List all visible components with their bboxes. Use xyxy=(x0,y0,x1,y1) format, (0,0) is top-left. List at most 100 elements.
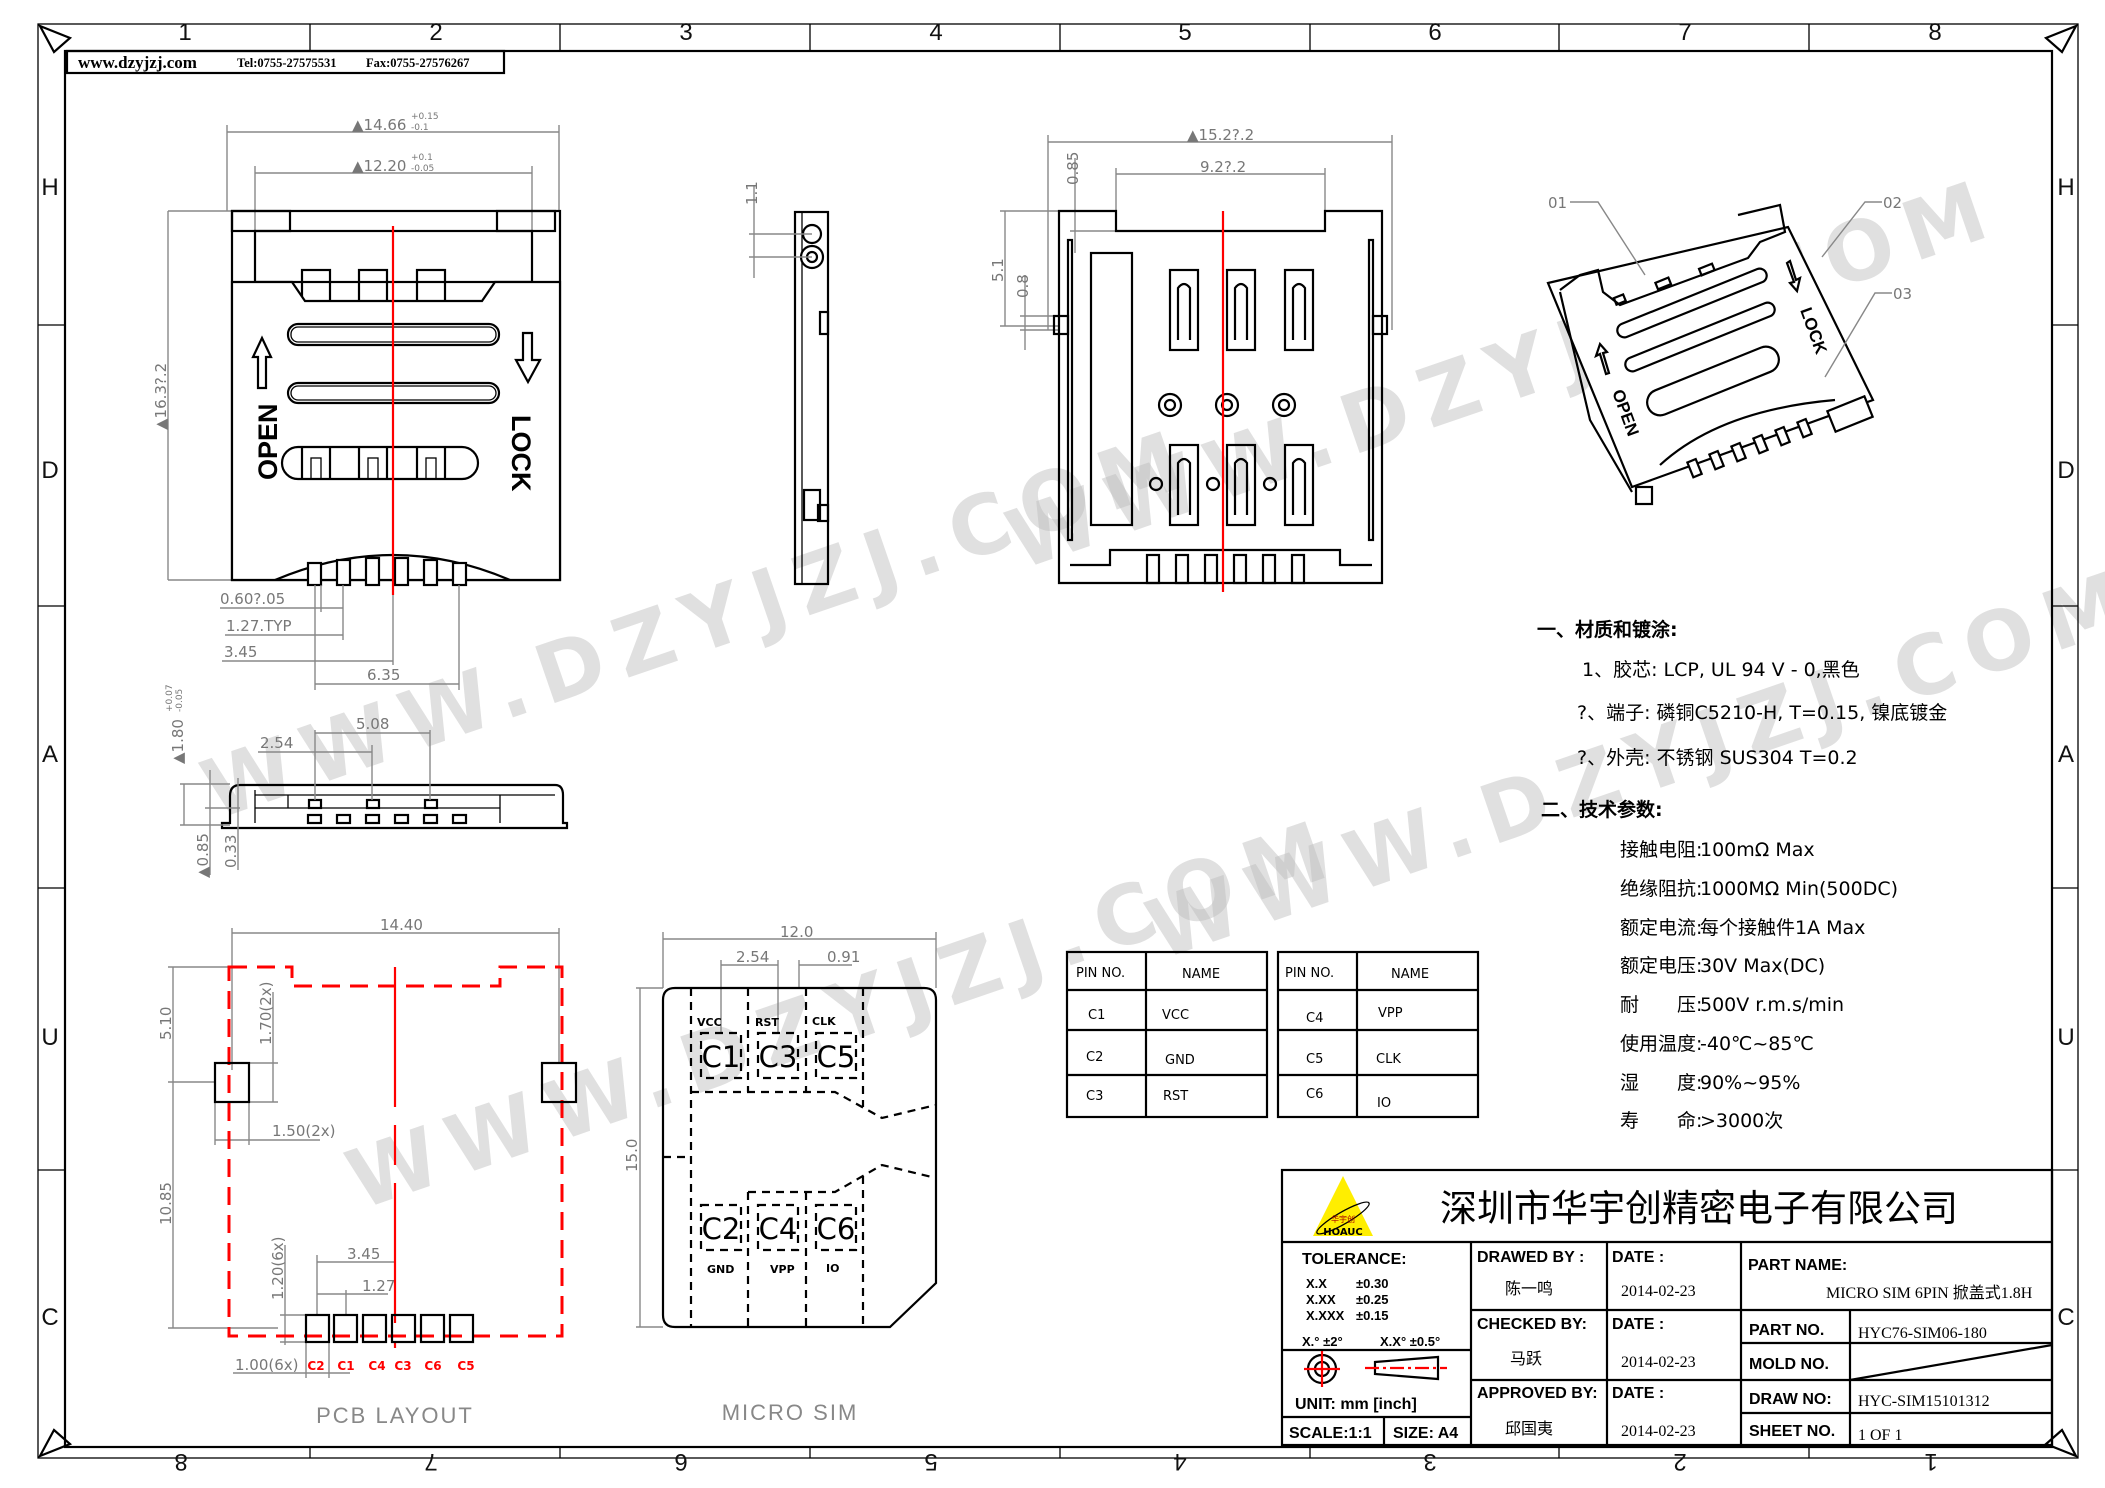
drawing-linework xyxy=(1821,201,1882,258)
row-label: C xyxy=(2057,1304,2074,1331)
drawing-linework xyxy=(1089,251,1134,527)
drawing-linework xyxy=(364,556,381,587)
contact-id: C4 xyxy=(759,1212,798,1246)
tolerance-value: ±0.30 xyxy=(1356,1276,1388,1291)
column-label: 1 xyxy=(178,19,191,46)
callout-03: 03 xyxy=(1893,285,1912,303)
edge-view: 5.08 2.54 ▲1.80 +0.07 -0.05 ▲0.85 0.33 xyxy=(165,684,569,878)
fax: Fax:0755-27576267 xyxy=(366,56,469,70)
angle-tolerance: X.X° ±0.5° xyxy=(1380,1334,1440,1349)
drawing-linework xyxy=(1612,292,1628,307)
drawing-linework xyxy=(699,1031,743,1080)
drawing-linework xyxy=(300,447,447,479)
contact-id: C1 xyxy=(702,1040,741,1074)
pad-label: C3 xyxy=(394,1359,411,1373)
table-cell: C2 xyxy=(1086,1050,1103,1065)
drawing-linework xyxy=(37,23,2079,1459)
drawing-linework xyxy=(425,457,437,480)
table-header: PIN NO. xyxy=(1285,966,1334,981)
drawed-by-label: DRAWED BY : xyxy=(1477,1249,1584,1266)
drawing-linework xyxy=(661,986,938,1329)
orientation-mark-icon xyxy=(2043,23,2079,54)
paper-size: SIZE: A4 xyxy=(1393,1425,1458,1442)
open-label: OPEN xyxy=(253,403,283,480)
drawing-linework xyxy=(167,125,560,581)
parameters-heading: 二、技术参数: xyxy=(1541,798,1663,821)
draw-no-label: DRAW NO: xyxy=(1749,1391,1832,1408)
dim-edge-tol-minus: -0.05 xyxy=(175,689,185,712)
drawing-linework xyxy=(65,49,506,75)
drawing-linework xyxy=(818,310,830,336)
table-row: C1 VCC C4 VPP xyxy=(1088,1006,1403,1026)
drawing-linework: C2 C1 C4 C3 C6 C5 xyxy=(307,1359,474,1373)
param-value: 每个接触件1A Max xyxy=(1700,917,1865,939)
orientation-mark-icon xyxy=(37,1428,73,1459)
date-checked: 2014-02-23 xyxy=(1621,1354,1696,1371)
dim-pitch: 1.27.TYP xyxy=(226,617,292,635)
specifications: 一、材质和镀涂: 1、胶芯: LCP, UL 94 V - 0,黑色 ?、端子:… xyxy=(1537,618,1947,1132)
contact-id: C6 xyxy=(817,1212,856,1246)
drawing-linework: 1 2 3 4 5 6 7 8 xyxy=(174,1448,1937,1475)
dim-0-85: 0.85 xyxy=(1064,152,1082,185)
drawing-linework xyxy=(310,457,437,480)
param-label: 额定电流: xyxy=(1620,917,1702,939)
drawing-linework xyxy=(756,1031,800,1080)
column-label: 3 xyxy=(679,19,692,46)
drawing-linework xyxy=(1367,238,1375,542)
column-label: 6 xyxy=(674,1448,687,1475)
pad-label: C4 xyxy=(368,1359,385,1373)
drawing-linework xyxy=(390,1313,417,1344)
table-cell: C6 xyxy=(1306,1087,1323,1102)
drawing-linework xyxy=(816,503,830,523)
table-row: C2 GND C5 CLK xyxy=(1086,1050,1401,1068)
drawing-linework xyxy=(814,1031,858,1080)
drawing-linework: X.X±0.30 X.XX±0.25 X.XXX±0.15 X.° ±2° X.… xyxy=(1302,1276,1440,1349)
drawing-linework xyxy=(814,1203,858,1252)
pad-label: C2 xyxy=(307,1359,324,1373)
drawing-linework xyxy=(63,49,2054,1449)
drawing-linework xyxy=(1148,476,1164,492)
tolerance-value: ±0.25 xyxy=(1356,1292,1388,1307)
dim-width: ▲15.2?.2 xyxy=(1187,126,1254,144)
contact-name: GND xyxy=(707,1263,734,1276)
column-label: 4 xyxy=(1173,1448,1186,1475)
drawing-linework xyxy=(1065,950,1480,1119)
draw-no: HYC-SIM15101312 xyxy=(1858,1393,1990,1410)
drawing-linework xyxy=(1546,225,1875,489)
table-header: NAME xyxy=(1391,967,1429,982)
drawing-linework: C1 C3 C5 C2 C4 C6 xyxy=(702,1040,856,1246)
sheet-no-label: SHEET NO. xyxy=(1749,1423,1835,1440)
row-label: D xyxy=(41,457,58,484)
drawing-linework xyxy=(213,1061,251,1104)
dim-width: 14.40 xyxy=(380,916,423,934)
drawing-linework xyxy=(1157,392,1183,418)
column-label: 8 xyxy=(174,1448,187,1475)
website-link[interactable]: www.dzyjzj.com xyxy=(78,53,197,72)
drawing-linework xyxy=(1849,1343,2053,1382)
table-row: C3 RST C6 IO xyxy=(1086,1087,1391,1111)
contact-id: C3 xyxy=(759,1040,798,1074)
drawing-linework xyxy=(1057,209,1384,585)
pcb-layout: 14.40 5.10 10.85 1.70(2x) 1.50(2x) 3.45 … xyxy=(157,916,578,1428)
dim-height: ▲16.3?.2 xyxy=(152,363,170,430)
param-value: 100mΩ Max xyxy=(1700,839,1815,861)
drawing-linework xyxy=(230,209,292,233)
drawing-linework xyxy=(451,561,468,587)
column-label: 2 xyxy=(429,19,442,46)
drawing-linework xyxy=(180,730,431,875)
drawing-linework xyxy=(300,268,332,304)
drawing-linework xyxy=(1570,201,1892,378)
dim-5-1: 5.1 xyxy=(989,258,1007,282)
drawing-linework xyxy=(1283,443,1315,527)
drawing-linework xyxy=(756,1203,800,1252)
drawing-linework xyxy=(1176,282,1192,340)
drawing-linework xyxy=(306,556,468,587)
drawing-linework xyxy=(1203,553,1219,585)
dim-height: 15.0 xyxy=(623,1139,641,1172)
date-label: DATE : xyxy=(1612,1249,1664,1266)
isometric-view: OPEN LOCK 01 02 03 xyxy=(1546,194,1912,506)
param-label: 湿 度: xyxy=(1620,1072,1702,1094)
drawing-linework xyxy=(1168,443,1200,527)
param-value: >3000次 xyxy=(1700,1110,1783,1132)
drawing-linework xyxy=(1659,398,1836,466)
